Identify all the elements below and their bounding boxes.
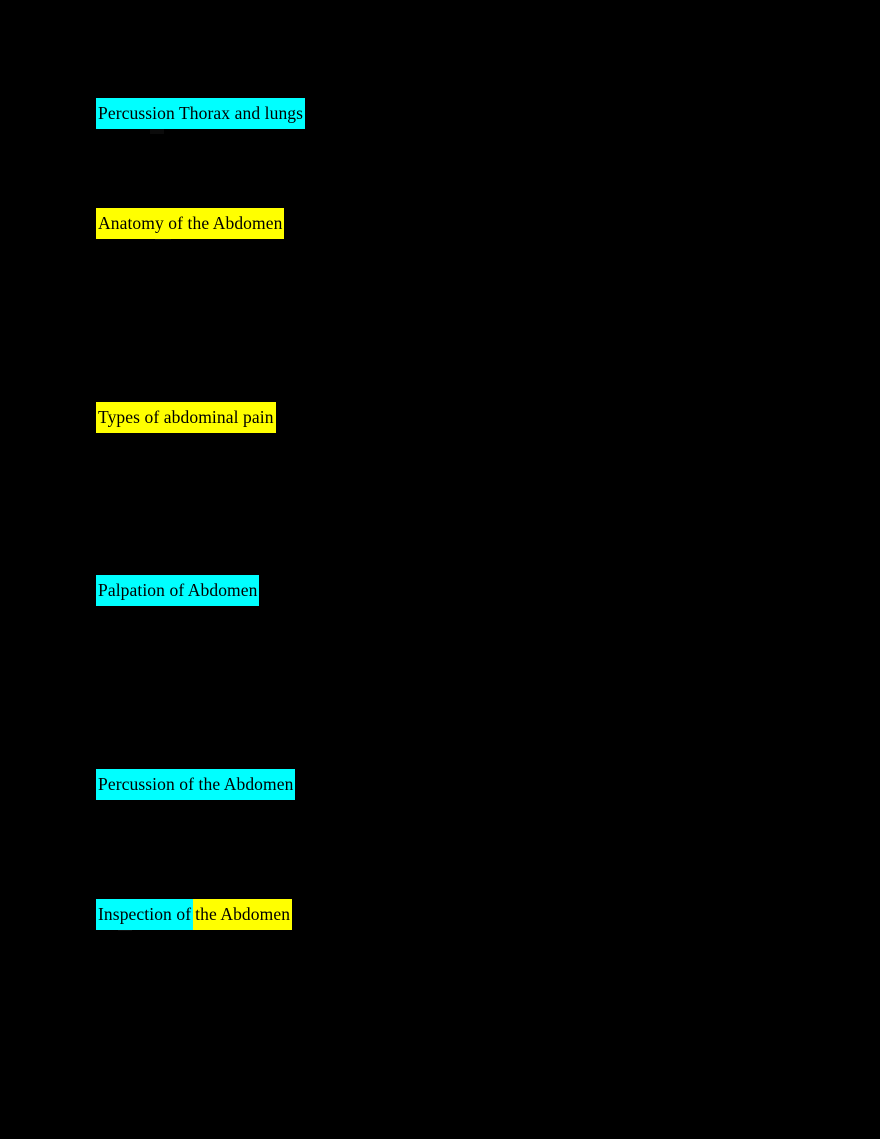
highlighted-text-run[interactable]: Types of abdominal pain [96,402,276,433]
heading-anatomy-of-the-abdomen[interactable]: Anatomy of the Abdomen [96,208,285,239]
ghost-artifact [150,124,164,134]
heading-types-of-abdominal-pain[interactable]: Types of abdominal pain [96,402,276,433]
highlighted-text-run-yellow[interactable]: the Abdomen [193,899,293,930]
highlighted-text-run-cyan[interactable]: Inspection of [96,899,194,930]
highlighted-text-run[interactable]: Palpation of Abdomen [96,575,260,606]
heading-percussion-thorax-and-lungs[interactable]: Percussion Thorax and lungs [96,98,306,129]
heading-inspection-of-the-abdomen[interactable]: Inspection of the Abdomen [96,899,293,930]
heading-palpation-of-abdomen[interactable]: Palpation of Abdomen [96,575,260,606]
highlighted-text-run[interactable]: Percussion Thorax and lungs [96,98,306,129]
highlighted-text-run[interactable]: Anatomy of the Abdomen [96,208,285,239]
highlighted-text-run[interactable]: Percussion of the Abdomen [96,769,296,800]
heading-percussion-of-the-abdomen[interactable]: Percussion of the Abdomen [96,769,296,800]
